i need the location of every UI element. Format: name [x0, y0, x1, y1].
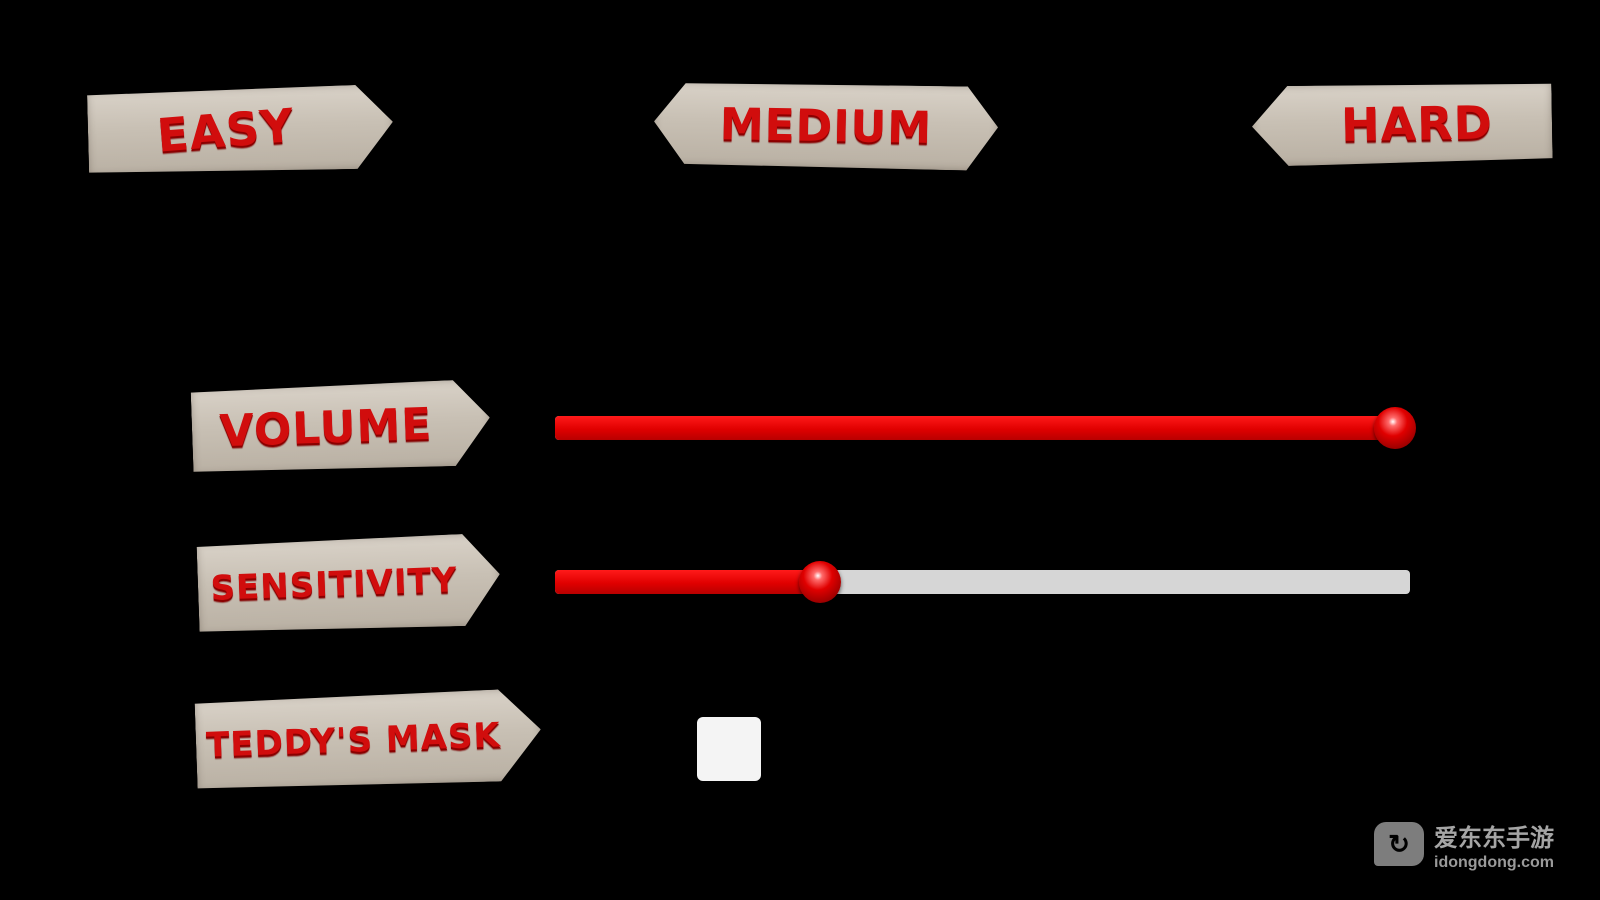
- easy-label: EASY: [154, 98, 297, 163]
- sensitivity-slider-thumb[interactable]: [799, 561, 842, 603]
- teddy-mask-checkbox[interactable]: [697, 717, 761, 781]
- easy-button[interactable]: EASY: [87, 84, 394, 176]
- volume-slider-fill: [555, 416, 1395, 440]
- sensitivity-slider[interactable]: [555, 561, 1410, 603]
- hard-button[interactable]: HARD: [1251, 81, 1552, 166]
- game-controller-logo-icon: ↻: [1374, 822, 1424, 866]
- sensitivity-slider-fill: [555, 570, 821, 594]
- volume-slider[interactable]: [555, 407, 1416, 449]
- volume-label-sign: VOLUME: [191, 379, 492, 475]
- teddy-mask-label-sign: TEDDY'S MASK: [194, 688, 542, 792]
- hard-label: HARD: [1340, 95, 1494, 153]
- medium-label: MEDIUM: [719, 98, 933, 154]
- watermark: ↻ 爱东东手游 idongdong.com: [1374, 818, 1584, 878]
- volume-slider-thumb[interactable]: [1374, 407, 1416, 449]
- sensitivity-label: SENSITIVITY: [209, 560, 459, 609]
- teddy-mask-label: TEDDY'S MASK: [205, 715, 502, 766]
- sensitivity-label-sign: SENSITIVITY: [196, 533, 501, 635]
- medium-button[interactable]: MEDIUM: [653, 81, 998, 171]
- watermark-brand-url: idongdong.com: [1434, 854, 1554, 871]
- watermark-brand-cn: 爱东东手游: [1434, 825, 1554, 852]
- volume-label: VOLUME: [218, 398, 434, 457]
